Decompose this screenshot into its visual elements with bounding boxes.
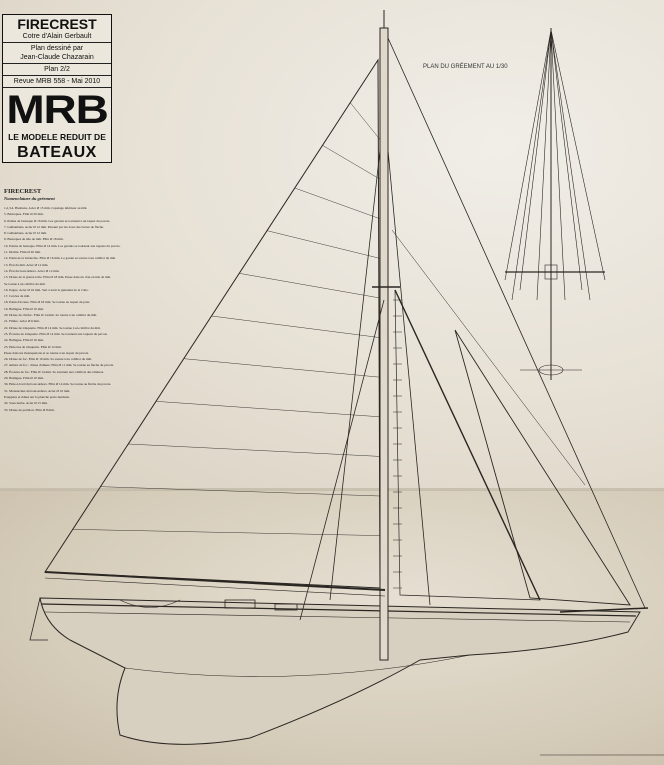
nomenclature-item: 18. Palan d'écoute. Filin Ø 18 mm. Se to… xyxy=(4,300,91,305)
front-shroud xyxy=(519,29,552,291)
shroud-2 xyxy=(387,149,431,606)
ratlines xyxy=(393,299,402,589)
mrb-logo-sub2: BATEAUX xyxy=(17,144,97,161)
sail-seam xyxy=(155,401,381,418)
nomenclature-title: FIRECREST xyxy=(4,188,42,195)
keel-line xyxy=(124,654,471,677)
nomenclature-item: Pouppées et ridées sur la planche porte-… xyxy=(4,394,70,399)
front-shroud xyxy=(550,29,566,301)
boom-lower xyxy=(44,577,386,597)
mrb-logo-sub: LE MODELE REDUIT DE xyxy=(8,132,106,142)
nomenclature-item: 28. Écoutes de foc. Filin Ø 14 mm. Se to… xyxy=(4,369,105,374)
nomenclature-item: 23. Écoutes de trinquette. Filin Ø 14 mm… xyxy=(4,331,108,336)
nomenclature-item: 32. Sous-barbe. Acier Ø 15 mm. xyxy=(4,401,48,406)
nomenclature: FIRECREST Nomenclature du gréement 1,2,3… xyxy=(4,188,169,413)
front-shroud xyxy=(511,29,552,301)
front-shroud xyxy=(536,29,552,301)
sail-seam xyxy=(100,486,381,497)
sail-seam xyxy=(294,187,381,220)
sail-seam xyxy=(322,145,381,180)
front-shroud xyxy=(550,29,591,301)
mainsail xyxy=(44,58,381,589)
rigging-plan-title: PLAN DU GRÉEMENT AU 1/30 xyxy=(423,64,508,70)
forestay xyxy=(387,37,646,609)
rudder xyxy=(29,597,48,641)
sail-seam xyxy=(183,358,381,378)
nomenclature-item: 29. Balingue. Filin Ø 10 mm. xyxy=(4,376,44,381)
paper-fold xyxy=(0,488,664,491)
title-row: FIRECREST Cotre d'Alain Gerbault xyxy=(3,15,111,43)
title-block: FIRECREST Cotre d'Alain Gerbault Plan de… xyxy=(2,14,112,163)
nomenclature-item: Se tourne à un cabillot du mât. xyxy=(4,281,46,286)
sail-seam xyxy=(128,443,381,457)
nomenclature-item: 6. Palans de bastaque Ø 16 mm. Les garan… xyxy=(4,218,111,223)
front-rig-view xyxy=(504,28,606,380)
nomenclature-item: 21. Filière. Acier Ø 6 mm. xyxy=(4,319,40,324)
nomenclature-item: 9. Bastaques de tête de mât. Filin Ø 18 … xyxy=(4,237,64,242)
mrb-logo: MRB xyxy=(6,88,108,132)
author: Jean-Claude Chazarain xyxy=(20,54,94,61)
nomenclature-item: Passe dans les mousquetons et se tourne … xyxy=(4,350,89,355)
nomenclature-item: 26. Drisse de foc. Filin Ø 10 mm. Se tou… xyxy=(4,357,92,362)
front-shroud xyxy=(550,29,583,291)
hatch xyxy=(274,603,298,611)
nomenclature-item: 24. Balingue. Filin Ø 10 mm. xyxy=(4,338,44,343)
issue: Revue MRB 558 - Mai 2010 xyxy=(3,76,111,88)
author-row: Plan dessiné par Jean-Claude Chazarain xyxy=(3,43,111,64)
nomenclature-item: 12. Palan de la balancine. Filin Ø 16 mm… xyxy=(4,256,116,261)
nomenclature-item: 5. Bastaques. Filin Ø 20 mm. xyxy=(4,212,44,217)
cockpit xyxy=(119,599,181,608)
mast xyxy=(379,27,389,661)
jib xyxy=(454,329,631,606)
shroud xyxy=(329,149,381,601)
nomenclature-item: 1,2,3,4. Haubans. Acier Ø 15 mm. Capelag… xyxy=(4,206,88,210)
nomenclature-item: 16. Itague. Acier Ø 16 mm. Sert à tenir … xyxy=(4,287,89,292)
drawn-by-label: Plan dessiné par xyxy=(30,45,84,52)
nomenclature-item: 8. Galhaubans. Acier Ø 12 mm. xyxy=(4,231,47,236)
deck-line xyxy=(44,611,631,623)
nomenclature-item: 31. Moustaches du bout-dehors. Acier Ø 1… xyxy=(4,388,71,393)
mainsail-seams xyxy=(72,102,381,536)
sail-seam xyxy=(266,230,381,259)
nomenclature-item: 33. Drisse de pavillon. Filin Ø 8 mm. xyxy=(4,407,55,412)
nomenclature-item: 30. Hale-à-bord du bout-dehors. Filin Ø … xyxy=(4,382,112,387)
hull xyxy=(39,597,641,745)
nomenclature-item: 19. Balingue. Filin Ø 10 mm. xyxy=(4,306,44,311)
front-crosstree xyxy=(544,264,558,280)
sail-seam xyxy=(211,315,381,338)
nomenclature-item: 27. Amure de foc : drisse d'amure. Filin… xyxy=(4,363,114,368)
nomenclature-item: 7. Galhaubans. Acier Ø 12 mm. Passent pa… xyxy=(4,224,104,229)
nomenclature-item: 10. Palans de bastaque. Filin Ø 14 mm. L… xyxy=(4,243,121,248)
nomenclature-item: 15. Drisse de la grand-voile. Filin Ø 18… xyxy=(4,275,111,280)
deckhouse xyxy=(224,599,256,609)
jib-stay xyxy=(394,289,541,601)
bowsprit xyxy=(559,607,649,613)
sheer-line xyxy=(41,603,637,617)
sail-seam xyxy=(239,273,381,299)
sail-seam xyxy=(72,529,381,536)
boat-subtitle: Cotre d'Alain Gerbault xyxy=(22,33,92,40)
halyard xyxy=(391,229,586,486)
nomenclature-subtitle: Nomenclature du gréement xyxy=(4,196,55,201)
plan-number: Plan 2/2 xyxy=(3,64,111,76)
sail-seam xyxy=(350,102,381,140)
nomenclature-item: 25. Hale-bas de trinquette. Filin Ø 12 m… xyxy=(4,344,62,349)
nomenclature-item: 22. Drisse de trinquette. Filin Ø 14 mm.… xyxy=(4,325,101,330)
nomenclature-item: 14. Étai du bout-dehors. Acier Ø 12 mm. xyxy=(4,268,60,273)
front-shroud xyxy=(550,29,606,281)
nomenclature-item: 17. Cercles de mât. xyxy=(4,294,31,299)
nomenclature-item: 13. Étai du mât. Acier Ø 12 mm. xyxy=(4,262,49,267)
backstay xyxy=(299,299,385,621)
front-shroud xyxy=(504,29,552,281)
nomenclature-item: 11. Draille. Filin Ø 20 mm. xyxy=(4,250,41,255)
boat-name: FIRECREST xyxy=(17,16,97,32)
nomenclature-item: 20. Drisse de clinfoc. Filin Ø 14 mm. Se… xyxy=(4,313,98,318)
